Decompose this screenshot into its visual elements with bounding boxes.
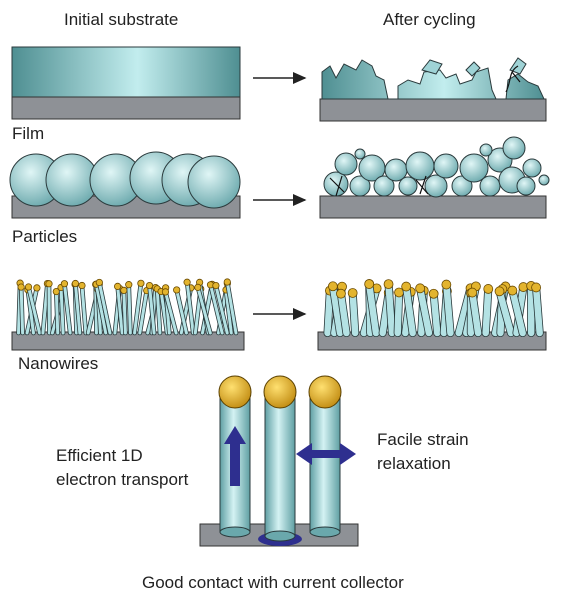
- nanowire-body: [329, 283, 344, 337]
- nanowire-body: [509, 287, 526, 337]
- nanowire-body: [155, 287, 162, 335]
- nanowire-array-initial: [16, 278, 239, 336]
- nanowire-body: [59, 286, 65, 335]
- nanowire-body: [224, 288, 233, 335]
- film-after-cycling: [319, 57, 547, 122]
- nanowire-body: [54, 290, 60, 335]
- nanowire-body: [469, 289, 482, 337]
- efficient-line2: electron transport: [56, 470, 189, 489]
- nanowire-tip: [71, 279, 80, 288]
- row-label-particles: Particles: [12, 227, 78, 246]
- nanowire-body: [430, 290, 441, 337]
- nanowire-body: [41, 282, 49, 335]
- film-initial: [11, 46, 241, 120]
- nanowire-tip: [114, 282, 122, 290]
- particles-after-cycling: [319, 136, 550, 219]
- nanowire-body: [138, 289, 149, 335]
- nanowire-tip: [494, 286, 505, 297]
- nanowire-body: [443, 281, 454, 337]
- detail-wire-center: [263, 375, 297, 542]
- nanowire-array-after: [323, 279, 544, 338]
- nanowire-body: [27, 285, 42, 335]
- nanowire-body: [532, 284, 543, 337]
- nanowire-tip: [45, 280, 53, 288]
- facile-line2: relaxation: [377, 454, 451, 473]
- nanowire-tip: [507, 285, 518, 296]
- nanowire-tip: [364, 279, 375, 289]
- nanowire-body: [209, 283, 224, 335]
- nanowire-tip: [145, 281, 154, 290]
- facile-line1: Facile strain: [377, 430, 469, 449]
- nanowire-body: [482, 285, 492, 337]
- particles-initial: [9, 151, 241, 219]
- nanowire-tip: [183, 278, 191, 286]
- nanowire-body: [163, 290, 178, 335]
- nanowire-tip: [212, 281, 220, 290]
- nanowire-tip: [428, 288, 439, 299]
- nanowires-initial: [11, 278, 245, 351]
- nanowire-tip: [137, 279, 145, 287]
- nanowire-body: [159, 290, 169, 335]
- nanowire-tip: [161, 288, 170, 296]
- nanowire-tip: [415, 283, 426, 294]
- nanowire-body: [496, 288, 515, 337]
- nanowire-tip: [467, 287, 478, 298]
- bottom-caption: Good contact with current collector: [142, 573, 404, 592]
- nanowire-body: [196, 285, 212, 335]
- nanowire-tip: [24, 283, 33, 291]
- nanowires-after-cycling: [317, 279, 547, 351]
- nanowire-tip: [194, 283, 202, 291]
- nanowire-body: [122, 288, 127, 335]
- nanowire-body: [148, 284, 156, 335]
- up-arrow-icon: [224, 426, 246, 486]
- nanowire-body: [225, 280, 238, 335]
- nanowire-body: [324, 287, 334, 337]
- nanowire-tip: [78, 281, 86, 290]
- nanowire-tip: [120, 286, 128, 294]
- nanowire-tip: [33, 284, 41, 292]
- nanowire-body: [94, 282, 108, 335]
- nanowire-tip: [60, 280, 69, 288]
- row-label-nanowires: Nanowires: [18, 354, 99, 373]
- nanowire-body: [97, 280, 112, 335]
- nanowire-body: [416, 285, 433, 337]
- nanowire-body: [19, 285, 25, 335]
- header-initial: Initial substrate: [64, 10, 179, 29]
- nanowire-tip: [531, 282, 542, 293]
- nanowire-body: [349, 289, 359, 337]
- nanowire-tip: [347, 288, 358, 298]
- nanowire-body: [337, 290, 350, 337]
- nanowire-tip: [223, 278, 231, 286]
- nanowire-body: [402, 283, 416, 337]
- nanowire-tip: [125, 281, 133, 289]
- nanowire-tip: [17, 283, 25, 291]
- detail-nanowires: [199, 375, 359, 547]
- nanowire-body: [175, 288, 188, 335]
- nanowire-body: [62, 282, 72, 335]
- nanowire-body: [133, 281, 143, 335]
- double-arrow-icon: [296, 443, 356, 465]
- nanowire-tip: [401, 281, 412, 292]
- nanowire-body: [80, 284, 88, 335]
- row-label-film: Film: [12, 124, 45, 143]
- nanowire-body: [73, 282, 82, 335]
- nanowire-body: [127, 283, 132, 335]
- nanowire-tip: [336, 288, 346, 299]
- nanowire-tip: [95, 278, 103, 287]
- nanowire-tip: [327, 281, 338, 292]
- header-after: After cycling: [383, 10, 476, 29]
- nanowire-body: [394, 289, 403, 337]
- nanowire-body: [214, 284, 229, 335]
- nanowire-tip: [173, 286, 181, 294]
- nanowire-tip: [483, 284, 494, 294]
- nanowire-tip: [383, 279, 394, 290]
- nanowire-tip: [441, 279, 452, 290]
- nanowire-body: [365, 280, 380, 337]
- efficient-line1: Efficient 1D: [56, 446, 143, 465]
- nanowire-body: [185, 280, 195, 335]
- nanowire-body: [116, 284, 124, 335]
- nanowire-body: [385, 280, 396, 337]
